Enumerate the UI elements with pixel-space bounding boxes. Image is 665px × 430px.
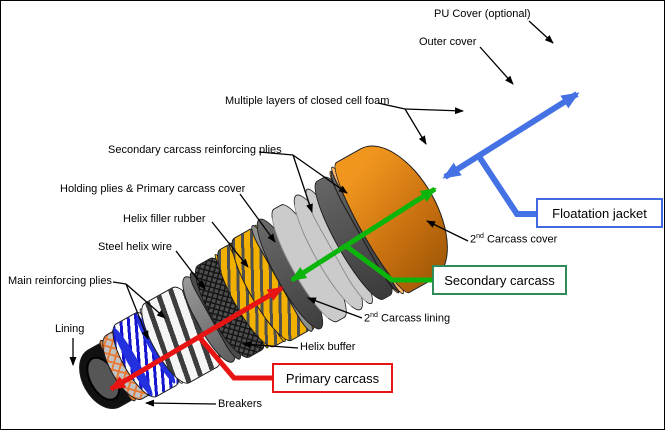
floatation-jacket-leader bbox=[477, 156, 536, 217]
floatation-jacket-callout: Floatation jacket bbox=[536, 198, 663, 228]
label-holding-plies: Holding plies & Primary carcass cover bbox=[60, 183, 246, 195]
label-2nd-cover-rest: Carcass cover bbox=[483, 233, 558, 246]
label-helix-buffer: Helix buffer bbox=[300, 341, 356, 353]
label-2nd-carcass-cover: 2nd Carcass cover bbox=[470, 233, 557, 246]
leader-foam-2 bbox=[404, 107, 464, 115]
secondary-carcass-callout: Secondary carcass bbox=[432, 265, 567, 295]
label-2nd-cover-sup: nd bbox=[476, 233, 484, 240]
label-lining: Lining bbox=[55, 323, 85, 335]
label-breakers: Breakers bbox=[218, 398, 263, 410]
leader-foam-1 bbox=[404, 108, 427, 145]
label-pu-cover: PU Cover (optional) bbox=[434, 8, 531, 20]
primary-carcass-callout: Primary carcass bbox=[272, 363, 393, 393]
label-2nd-lining-num: 2 bbox=[364, 312, 371, 325]
leader-mainplies-stem bbox=[112, 281, 127, 285]
label-main-plies: Main reinforcing plies bbox=[8, 275, 112, 287]
floatation-jacket-span-arrow bbox=[442, 91, 580, 180]
label-2nd-lining-sup: nd bbox=[370, 312, 378, 319]
label-outer-cover: Outer cover bbox=[419, 36, 477, 48]
leader-pu-cover bbox=[528, 20, 554, 44]
leader-breakers bbox=[145, 399, 217, 407]
label-2nd-cover-num: 2 bbox=[470, 233, 477, 246]
label-helix-filler: Helix filler rubber bbox=[123, 213, 206, 225]
label-steel-helix: Steel helix wire bbox=[98, 241, 172, 253]
label-foam: Multiple layers of closed cell foam bbox=[225, 95, 390, 107]
label-secondary-plies: Secondary carcass reinforcing plies bbox=[108, 144, 282, 156]
leader-outer-cover bbox=[479, 46, 514, 85]
label-2nd-carcass-lining: 2nd Carcass lining bbox=[364, 312, 450, 325]
label-2nd-lining-rest: Carcass lining bbox=[377, 312, 451, 325]
